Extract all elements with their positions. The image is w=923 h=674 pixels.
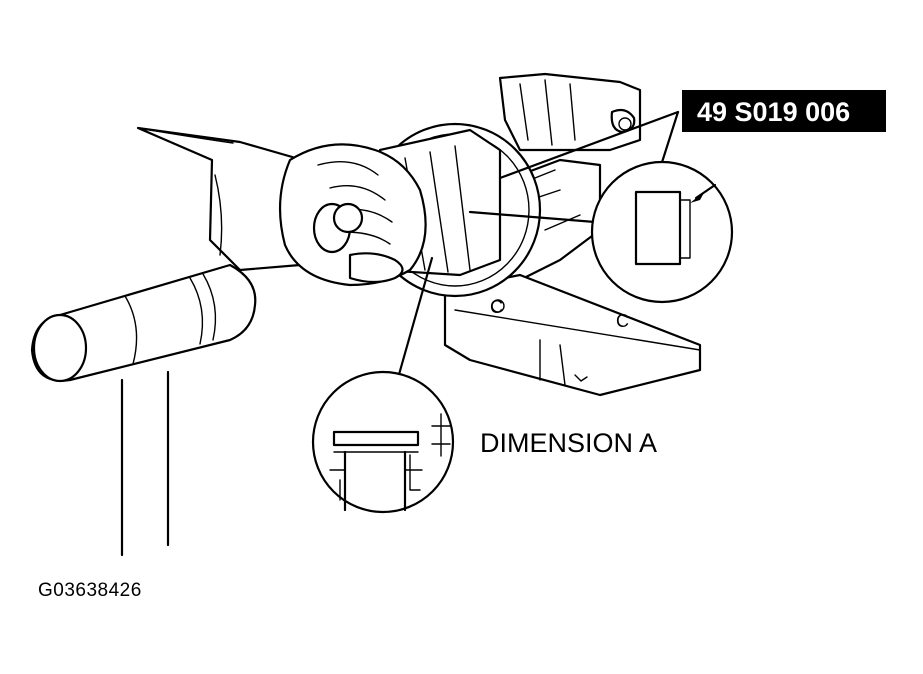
- figure-id: G03638426: [38, 580, 142, 601]
- tool-number-callout: 49 S019 006: [682, 90, 886, 132]
- marker-c-right: C: [616, 311, 629, 331]
- detail-view-dimension: [311, 370, 455, 514]
- hammer: [30, 263, 257, 557]
- dimension-a-label: DIMENSION A: [480, 428, 657, 458]
- detail-view-tool-face: [590, 160, 734, 304]
- tool-number-box: [682, 90, 886, 132]
- tool-number-text: 49 S019 006: [697, 97, 850, 127]
- hand: [278, 143, 427, 287]
- marker-c-left: C: [490, 297, 503, 317]
